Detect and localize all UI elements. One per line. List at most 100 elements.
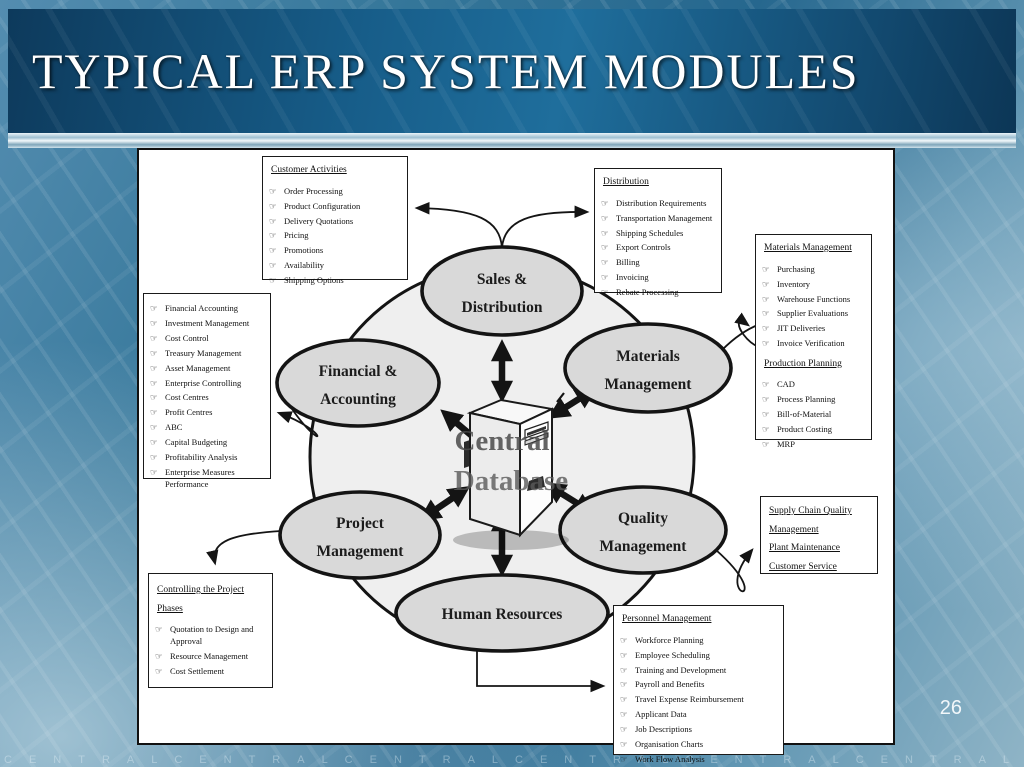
list-item: ☞Warehouse Functions [762, 293, 865, 305]
list-item-label: Training and Development [635, 664, 727, 675]
list-item: ☞Product Costing [762, 423, 865, 435]
pointing-hand-icon: ☞ [620, 754, 628, 765]
list-item: ☞ Enterprise Controlling [150, 377, 264, 389]
pointing-hand-icon: ☞ [269, 200, 277, 211]
personnel-management-box: Personnel Management ☞Workforce Planning… [613, 605, 784, 764]
list-item-label: Purchasing [777, 263, 815, 274]
list-item-label: Resource Management [170, 651, 249, 662]
list-item-label: Inventory [777, 278, 811, 289]
pointing-hand-icon: ☞ [155, 651, 163, 662]
list-item: ☞CAD [762, 378, 865, 390]
list-item: ☞ Shipping Options [269, 274, 401, 286]
pointing-hand-icon: ☞ [150, 466, 158, 477]
list-item-label: Cost Control [165, 332, 209, 343]
list-item: ☞Cost Settlement [155, 665, 266, 677]
materials-management-box: Materials Management ☞Purchasing☞Invento… [755, 234, 872, 449]
list-item: ☞Employee Scheduling [620, 649, 777, 661]
list-item-label: Transportation Management [616, 212, 713, 223]
list-item-label: JIT Deliveries [777, 323, 826, 334]
list-item-label: Cost Centres [165, 392, 209, 403]
list-item-label: Process Planning [777, 394, 836, 405]
list-item: ☞ Cost Control [150, 332, 264, 344]
list-item: ☞Pricing [269, 229, 401, 241]
pointing-hand-icon: ☞ [762, 323, 770, 334]
module-label: Distribution [462, 299, 543, 316]
pointing-hand-icon: ☞ [150, 377, 158, 388]
list-item-label: Travel Expense Reimbursement [635, 694, 744, 705]
list-item-label: Shipping Options [284, 275, 344, 286]
box-title: Customer Activities [271, 165, 347, 175]
list-item-label: Supplier Evaluations [777, 308, 849, 319]
list-item-label: Job Descriptions [635, 724, 692, 735]
list-item-label: Rebate Processing [616, 287, 679, 298]
header-divider [8, 133, 1016, 148]
module-label: Quality [618, 510, 668, 527]
module-human-resources: Human Resources [394, 573, 610, 653]
list-item: ☞Billing [601, 256, 715, 268]
module-label: Management [317, 543, 405, 560]
pointing-hand-icon: ☞ [601, 227, 609, 238]
list-item-label: Workforce Planning [635, 634, 704, 645]
list-item: ☞MRP [762, 438, 865, 450]
list-item: ☞ JIT Deliveries [762, 322, 865, 334]
list-item: ☞Job Descriptions [620, 723, 777, 735]
list-item-label: Order Processing [284, 185, 343, 196]
central-database-label-2: Database [454, 465, 569, 497]
list-item-label: Asset Management [165, 362, 231, 373]
pointing-hand-icon: ☞ [601, 242, 609, 253]
pointing-hand-icon: ☞ [762, 394, 770, 405]
pointing-hand-icon: ☞ [601, 257, 609, 268]
central-database-label-1: Central [454, 425, 549, 457]
pointing-hand-icon: ☞ [150, 362, 158, 373]
list-item: ☞Delivery Quotations [269, 215, 401, 227]
list-item: ☞Invoicing [601, 271, 715, 283]
pointing-hand-icon: ☞ [150, 317, 158, 328]
list-item-label: Shipping Schedules [616, 227, 684, 238]
connector-project-to-controlling [206, 530, 282, 566]
list-item: ☞Invoice Verification [762, 337, 865, 349]
list-item-label: Pricing [284, 230, 309, 241]
list-item: ☞Profitability Analysis [150, 451, 264, 463]
underlined-heading: Customer Service [769, 561, 837, 572]
pointing-hand-icon: ☞ [762, 308, 770, 319]
list-item-label: Distribution Requirements [616, 197, 707, 208]
list-item-label: Product Costing [777, 424, 833, 435]
list-item-label: Investment Management [165, 317, 250, 328]
connector-quality-to-supply [715, 548, 754, 593]
pointing-hand-icon: ☞ [762, 263, 770, 274]
pointing-hand-icon: ☞ [269, 275, 277, 286]
center-arrows [418, 339, 598, 577]
module-label: Human Resources [442, 606, 563, 623]
module-label: Management [605, 376, 693, 393]
list-item: ☞Applicant Data [620, 708, 777, 720]
module-label: Management [600, 538, 688, 555]
module-label: Materials [616, 348, 680, 365]
list-item: ☞Financial Accounting [150, 302, 264, 314]
pointing-hand-icon: ☞ [620, 679, 628, 690]
list-item: ☞Transportation Management [601, 212, 715, 224]
list-item-label: Enterprise Controlling [165, 377, 242, 388]
pointing-hand-icon: ☞ [150, 347, 158, 358]
box-list: ☞Distribution Requirements☞Transportatio… [601, 197, 715, 299]
page-number: 26 [939, 697, 962, 719]
pointing-hand-icon: ☞ [150, 332, 158, 343]
list-item: ☞ Export Controls [601, 241, 715, 253]
box-title: Production Planning [764, 358, 842, 369]
list-item-label: Organisation Charts [635, 739, 704, 750]
list-item: ☞ Inventory [762, 278, 865, 290]
connector-sales-to-distribution [501, 205, 590, 249]
list-item-label: Profitability Analysis [165, 452, 238, 463]
list-item-label: Export Controls [616, 242, 671, 253]
list-item: ☞Capital Budgeting [150, 436, 264, 448]
module-sales-distribution: Sales &Distribution [420, 245, 584, 337]
list-item: ☞Workforce Planning [620, 634, 777, 646]
box-list: ☞ Order Processing ☞ Product Configuration ☞… [269, 185, 401, 287]
list-item-label: Product Configuration [284, 200, 361, 211]
box-list: ☞Quotation to Design and Approval☞Resour… [155, 623, 266, 677]
underlined-heading: Plant Maintenance [769, 543, 840, 554]
pointing-hand-icon: ☞ [620, 739, 628, 750]
pointing-hand-icon: ☞ [762, 278, 770, 289]
